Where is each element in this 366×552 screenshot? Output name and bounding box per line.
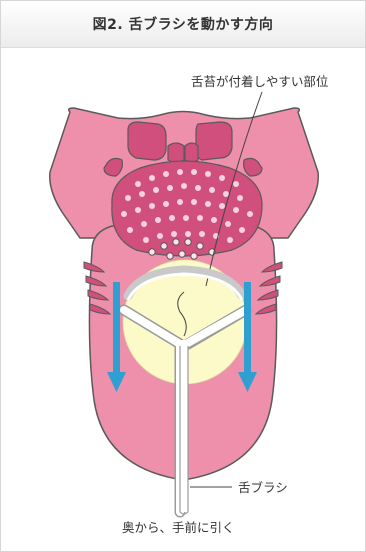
motion-label: 奥から、手前に引く [122, 520, 235, 535]
coating-area-label: 舌苔が付着しやすい部位 [191, 74, 328, 89]
tongue-brush-label: 舌ブラシ [238, 480, 288, 495]
